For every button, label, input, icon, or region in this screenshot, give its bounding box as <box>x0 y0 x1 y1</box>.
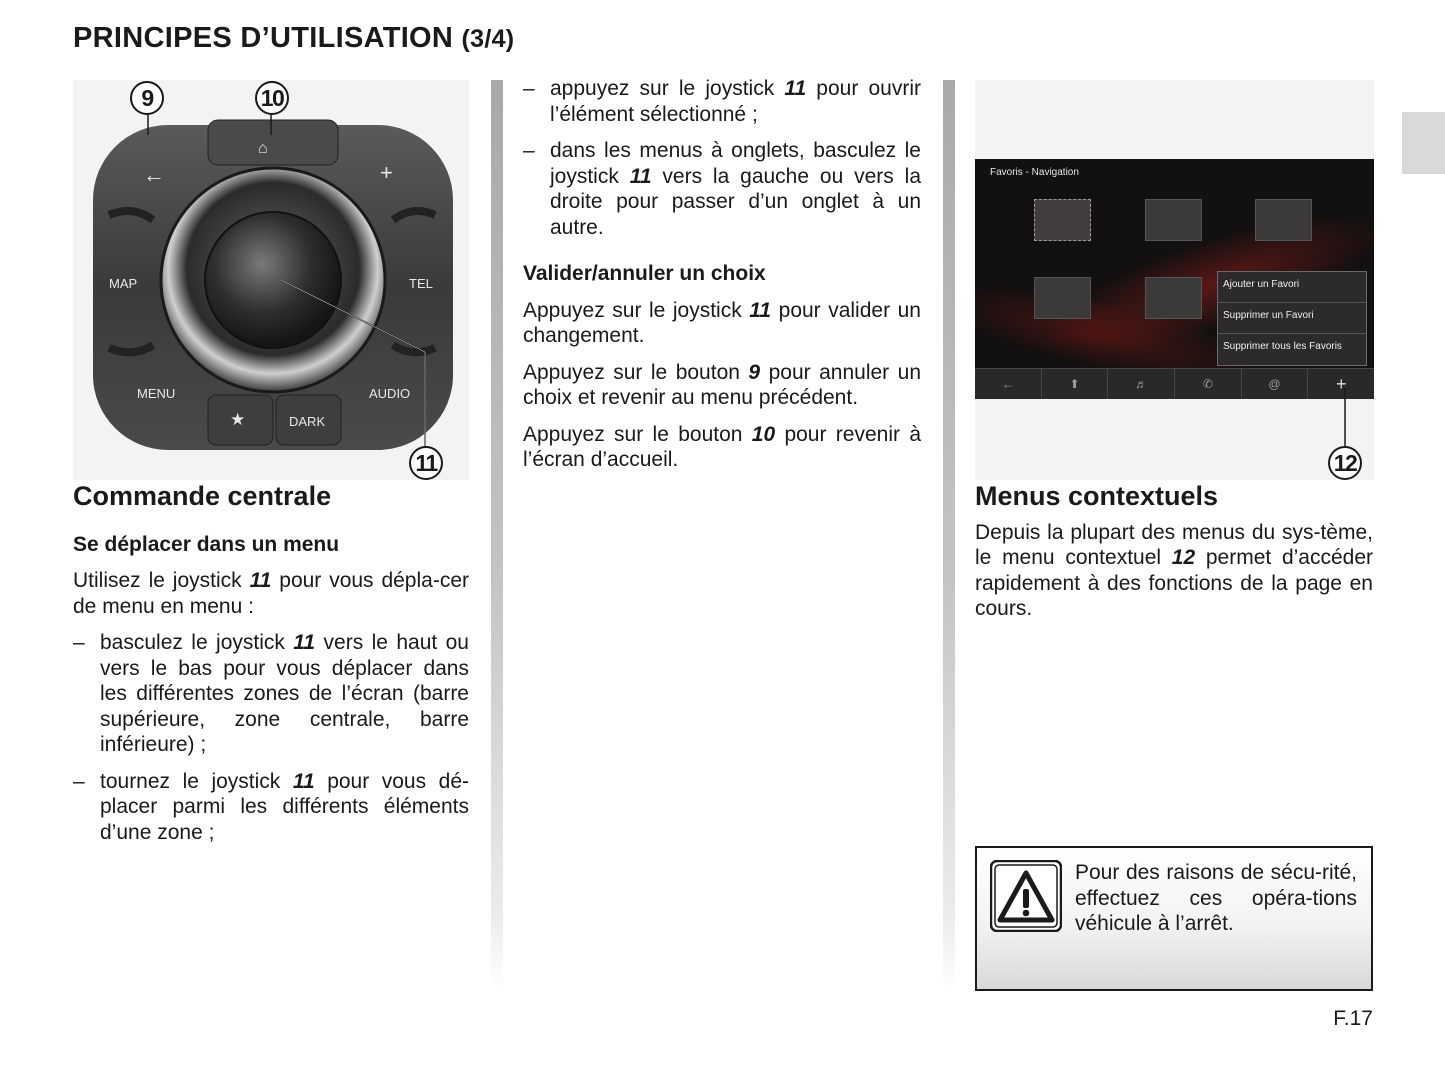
navigation-tab-icon[interactable]: ⬆ <box>1042 369 1109 399</box>
dash: – <box>523 77 535 100</box>
favorite-tile[interactable] <box>1255 199 1312 241</box>
reference-number: 9 <box>748 360 761 384</box>
screen-figure: Favoris - Navigation Ajouter un Favori S… <box>975 80 1374 480</box>
subheading-se-deplacer: Se déplacer dans un menu <box>73 532 340 556</box>
reference-number: 11 <box>629 164 652 188</box>
list-item: –basculez le joystick 11 vers le haut ou… <box>73 630 469 758</box>
context-menu-item-add[interactable]: Ajouter un Favori <box>1218 272 1366 303</box>
subheading-valider-annuler: Valider/annuler un choix <box>523 262 766 285</box>
text-run: pour revenir à l’écran d’accueil. <box>523 422 921 472</box>
context-menu-item-delete-all[interactable]: Supprimer tous les Favoris <box>1223 341 1342 352</box>
multimedia-screen: Favoris - Navigation Ajouter un Favori S… <box>975 159 1374 399</box>
favorite-tile[interactable] <box>1034 199 1091 241</box>
joystick-illustration <box>93 112 453 450</box>
text-run: Appuyez sur le joystick <box>523 298 750 322</box>
paragraph: Appuyez sur le bouton 9 pour annuler un … <box>523 360 921 411</box>
page-title: PRINCIPES D’UTILISATION (3/4) <box>73 22 514 55</box>
paragraph: Appuyez sur le bouton 10 pour revenir à … <box>523 422 921 473</box>
back-tab-icon[interactable]: ← <box>975 369 1042 399</box>
back-arrow-icon[interactable]: ← <box>143 162 165 187</box>
column-divider <box>491 80 503 990</box>
callout-9: 9 <box>130 81 164 115</box>
text-run: Appuyez sur le bouton <box>523 422 752 446</box>
text-run: permet d’accéder rapidement à des foncti… <box>975 546 1373 620</box>
text-run: pour annuler un choix et revenir au menu… <box>523 360 922 410</box>
reference-number: 10 <box>751 422 776 446</box>
list-item: –tournez le joystick 11 pour vous dé-pla… <box>73 769 469 846</box>
text-run: vers la gauche ou vers la droite pour pa… <box>550 164 922 239</box>
screen-title: Favoris - Navigation <box>990 167 1079 178</box>
home-icon: ⌂ <box>258 140 268 157</box>
text-run: Appuyez sur le bouton <box>523 360 749 384</box>
reference-number: 11 <box>784 77 807 100</box>
services-tab-icon[interactable]: @ <box>1242 369 1309 399</box>
context-menu: Ajouter un Favori Supprimer un Favori Su… <box>1217 271 1367 366</box>
column-divider <box>943 80 955 990</box>
callout-11: 11 <box>409 446 443 480</box>
callout-10: 10 <box>255 81 289 115</box>
text-run: vers le haut ou vers le bas pour vous dé… <box>100 631 469 756</box>
list-item: –appuyez sur le joystick 11 pour ouvrir … <box>523 76 921 127</box>
chapter-tab <box>1402 112 1445 174</box>
text-run: pour vous dépla-cer de menu en menu : <box>73 569 469 618</box>
map-button[interactable]: MAP <box>109 276 138 291</box>
heading-commande-centrale: Commande centrale <box>73 481 332 511</box>
callout-leader <box>1344 388 1346 446</box>
text-run: basculez le joystick <box>100 631 294 654</box>
tel-button[interactable]: TEL <box>409 276 433 291</box>
page-title-suffix: (3/4) <box>461 25 515 53</box>
star-icon[interactable]: ★ <box>230 410 246 429</box>
text-run: Depuis la plupart des menus du sys-tème,… <box>975 520 1373 570</box>
menu-button[interactable]: MENU <box>137 386 176 401</box>
paragraph: Appuyez sur le joystick 11 pour valider … <box>523 298 921 349</box>
screen-bottom-bar: ← ⬆ ♬ ✆ @ + <box>975 368 1374 399</box>
music-tab-icon[interactable]: ♬ <box>1108 369 1176 399</box>
text-run: pour ouvrir l’élément sélectionné ; <box>550 77 921 126</box>
column-3: Menus contextuels Depuis la plupart des … <box>975 481 1373 622</box>
audio-button[interactable]: AUDIO <box>369 386 411 401</box>
list-item: –dans les menus à onglets, basculez le j… <box>523 138 921 240</box>
favorite-button[interactable] <box>207 394 274 446</box>
reference-number: 12 <box>1171 546 1196 569</box>
heading-menus-contextuels: Menus contextuels <box>975 481 1219 511</box>
context-plus-icon[interactable]: + <box>1335 373 1347 394</box>
favorite-tile[interactable] <box>1145 199 1202 241</box>
favorite-tile[interactable] <box>1034 277 1091 319</box>
favorite-tile[interactable] <box>1145 277 1202 319</box>
text-run: tournez le joystick <box>100 769 293 793</box>
warning-triangle-icon <box>990 860 1062 932</box>
page-title-text: PRINCIPES D’UTILISATION <box>73 22 454 54</box>
dash: – <box>523 139 535 162</box>
column-1: Commande centrale Se déplacer dans un me… <box>73 481 469 846</box>
phone-tab-icon[interactable]: ✆ <box>1175 369 1242 399</box>
text-run: appuyez sur le joystick <box>550 77 785 100</box>
reference-number: 11 <box>749 298 772 322</box>
reference-number: 11 <box>249 569 272 592</box>
joystick-knob[interactable] <box>204 211 342 349</box>
dark-button[interactable] <box>275 394 342 446</box>
callout-12: 12 <box>1328 446 1362 480</box>
reference-number: 11 <box>293 631 316 654</box>
home-button[interactable] <box>207 119 339 166</box>
safety-warning-box: Pour des raisons de sécu-rité, effectuez… <box>975 846 1373 991</box>
paragraph: Depuis la plupart des menus du sys-tème,… <box>975 520 1373 622</box>
text-run: Utilisez le joystick <box>73 569 250 592</box>
text-run: pour vous dé-placer parmi les différents… <box>100 769 469 844</box>
context-menu-item-delete[interactable]: Supprimer un Favori <box>1218 303 1366 334</box>
dash: – <box>73 631 85 654</box>
column-2: –appuyez sur le joystick 11 pour ouvrir … <box>523 76 921 473</box>
dash: – <box>73 769 85 793</box>
dark-button-label[interactable]: DARK <box>289 414 326 429</box>
plus-icon[interactable]: + <box>380 160 393 185</box>
page-number: F.17 <box>1333 1007 1373 1030</box>
text-run: pour valider un changement. <box>523 298 921 348</box>
text-run: dans les menus à onglets, basculez le jo… <box>550 139 921 188</box>
warning-text: Pour des raisons de sécu-rité, effectuez… <box>1075 861 1357 935</box>
intro-paragraph: Utilisez le joystick 11 pour vous dépla-… <box>73 568 469 619</box>
reference-number: 11 <box>292 769 315 793</box>
joystick-figure: ← ⌂ + MAP TEL MENU AUDIO ★ DARK 9 10 11 <box>73 80 469 480</box>
